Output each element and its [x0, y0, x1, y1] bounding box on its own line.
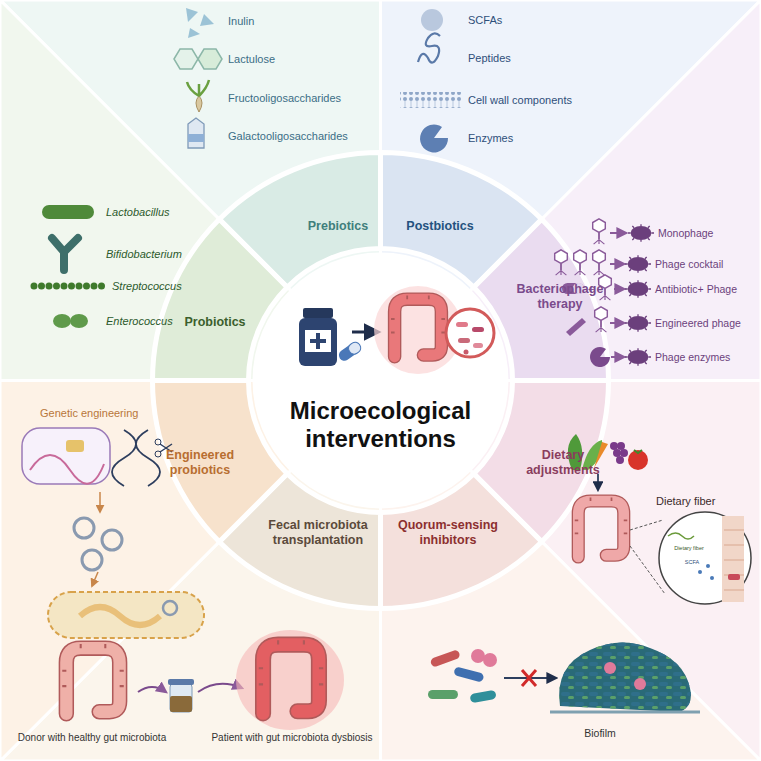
item-label: Genetic engineering	[40, 407, 138, 420]
center-icon	[299, 286, 494, 374]
intervention-segment: Dietary adjustments	[513, 448, 613, 478]
item-label: Lactulose	[228, 53, 275, 66]
background-sector	[0, 0, 381, 381]
item-label: Enzymes	[468, 132, 513, 145]
probiotic-icons	[34, 205, 104, 328]
item-label: Galactooligosaccharides	[228, 130, 348, 143]
item-label: Bifidobacterium	[106, 248, 182, 261]
title-text: Microecological interventions	[290, 397, 471, 452]
dietary-illustration	[568, 434, 751, 604]
postbiotic-icons	[400, 9, 462, 152]
item-label: SCFAs	[468, 14, 502, 27]
item-label: Peptides	[468, 52, 511, 65]
item-label: Phage enzymes	[655, 351, 730, 363]
item-label: Phage cocktail	[655, 258, 723, 270]
segment-label: Postbiotics	[406, 219, 473, 233]
fmt-illustration	[62, 630, 344, 730]
segment-label: Quorum-sensing inhibitors	[398, 518, 498, 547]
intervention-segment: Postbiotics	[390, 219, 490, 234]
segment-label: Prebiotics	[308, 219, 368, 233]
item-label: Cell wall components	[468, 94, 572, 107]
segment-label: Engineered probiotics	[166, 448, 234, 477]
item-label: Lactobacillus	[106, 206, 170, 219]
segment-label: Probiotics	[184, 315, 245, 329]
center-title: Microecological interventions	[266, 397, 496, 452]
segment-label: Bacteriophage therapy	[517, 282, 604, 311]
intervention-segment: Bacteriophage therapy	[505, 282, 615, 312]
item-label: Patient with gut microbiota dysbiosis	[211, 732, 372, 744]
item-label: SCFA	[685, 559, 699, 565]
item-label: Biofilm	[584, 727, 616, 739]
quorum-illustration	[428, 642, 700, 712]
intervention-segment: Engineered probiotics	[150, 448, 250, 478]
segment-label: Dietary adjustments	[526, 448, 600, 477]
background-sector	[0, 0, 381, 381]
intervention-segment: Fecal microbiota transplantation	[258, 518, 378, 548]
background-sector	[381, 0, 761, 381]
item-label: Fructooligosaccharides	[228, 92, 341, 105]
item-label: Enterococcus	[106, 315, 173, 328]
intervention-segment: Quorum-sensing inhibitors	[392, 518, 504, 548]
prebiotic-icons	[174, 8, 222, 148]
item-label: Streptococcus	[112, 280, 182, 293]
intervention-segment: Probiotics	[165, 315, 265, 330]
intervention-segment: Prebiotics	[288, 219, 388, 234]
segment-label: Fecal microbiota transplantation	[268, 518, 367, 547]
item-label: Inulin	[228, 15, 254, 28]
item-label: Antibiotic+ Phage	[655, 283, 737, 295]
background-sector	[381, 0, 761, 381]
item-label: Donor with healthy gut microbiota	[18, 732, 166, 744]
item-label: Dietary fiber	[674, 545, 704, 551]
item-label: Dietary fiber	[656, 495, 715, 508]
item-label: Engineered phage	[655, 317, 741, 329]
item-label: Monophage	[658, 227, 713, 239]
